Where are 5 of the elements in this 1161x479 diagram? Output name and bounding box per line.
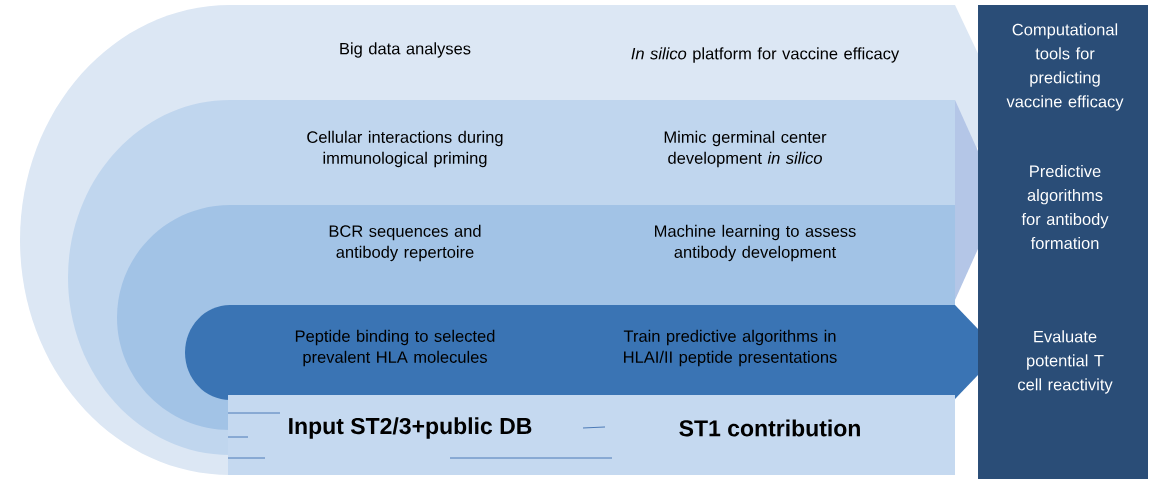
band: Peptide binding to selected prevalent HLA molecules Train predictive algorithms in HLAI/II peptide presentations — [185, 305, 1000, 400]
side-panel: Computational tools for predicting vaccine efficacy Predictive algorithms for antibody formation Evaluate potential T cell reactivity — [978, 5, 1148, 479]
node-label: Mimic germinal center development in silico — [664, 130, 827, 168]
label-band: Input ST2/3+public DB ST1 contribution — [228, 395, 955, 475]
node-label: Cellular interactions during immunological priming — [307, 130, 503, 168]
